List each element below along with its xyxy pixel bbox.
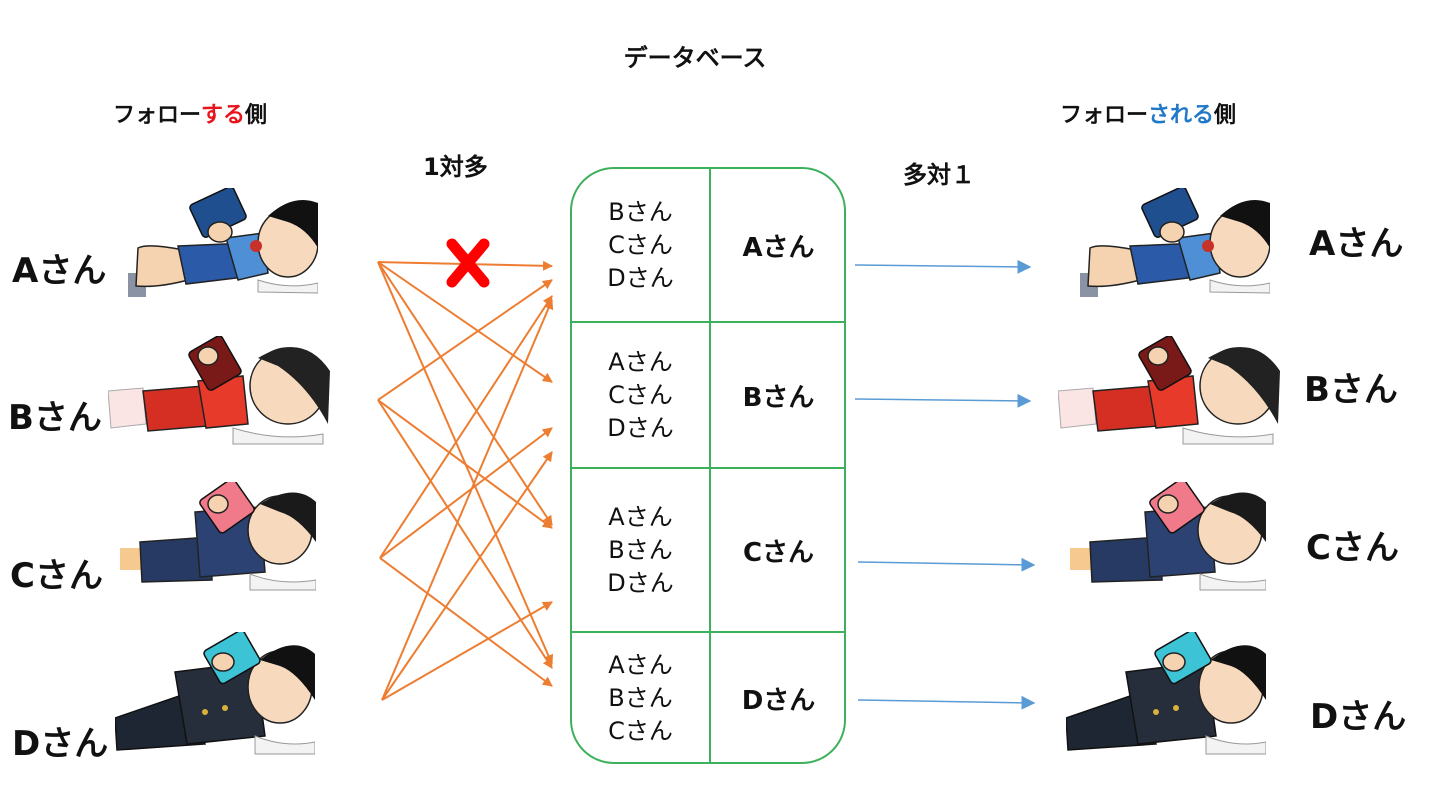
arrow-d-to-c (381, 601, 553, 701)
left-user-d: Dさん (12, 724, 109, 764)
person-d-illustration-right-icon (1066, 632, 1266, 755)
follower-entry: Aさん (608, 347, 673, 376)
arrow-b-to-d (377, 399, 553, 669)
follower-entry: Cさん (608, 380, 673, 409)
follower-entry: Bさん (608, 535, 673, 564)
left-user-a: Aさん (12, 251, 107, 291)
right-ratio-label: 多対１ (903, 161, 975, 189)
arrow-c-to-a (379, 295, 553, 559)
left-user-c: Cさん (10, 556, 103, 596)
person-d-illustration-icon (115, 632, 315, 755)
arrow-b-to-a (377, 279, 553, 401)
arrow-db-d-to-right-d (857, 695, 1036, 710)
arrow-a-to-b (377, 261, 553, 383)
db-row-d-followers: Aさん Bさん Cさん (572, 633, 709, 762)
follower-entry: Cさん (608, 230, 673, 259)
db-row-divider (572, 321, 844, 323)
person-b-illustration-icon (108, 336, 330, 445)
left-header-suffix: 側 (245, 103, 268, 128)
follower-entry: Aさん (608, 651, 673, 679)
follower-entry: Dさん (607, 568, 674, 597)
db-row-b-user: Bさん (742, 382, 815, 413)
diagram-title: データベース (623, 44, 767, 72)
database-table: Bさん Cさん Dさん Aさん Aさん Cさん Dさん Bさん Aさん Bさん … (570, 167, 846, 764)
db-row-divider (572, 631, 844, 633)
arrow-d-to-b (381, 451, 553, 701)
arrow-db-a-to-right-a (854, 259, 1032, 274)
db-row-divider (572, 467, 844, 469)
right-header: フォローされる側 (1060, 97, 1236, 129)
right-user-c: Cさん (1306, 528, 1399, 568)
arrow-d-to-a (381, 299, 554, 701)
follower-entry: Bさん (608, 197, 673, 226)
person-a-illustration-icon (128, 188, 318, 297)
person-b-illustration-right-icon (1058, 336, 1280, 445)
followed-arrows (854, 259, 1036, 710)
arrow-db-b-to-right-b (854, 393, 1032, 408)
follower-entry: Bさん (608, 684, 673, 712)
follower-entry: Cさん (608, 717, 673, 745)
right-user-b: Bさん (1304, 370, 1398, 410)
arrow-a-to-c (377, 261, 553, 526)
right-user-a: Aさん (1309, 224, 1404, 264)
follow-arrows (377, 260, 554, 701)
db-row-c-followers: Aさん Bさん Dさん (572, 469, 709, 631)
left-header-highlight: する (201, 103, 246, 128)
person-c-illustration-right-icon (1070, 482, 1266, 591)
left-header-prefix: フォロー (113, 103, 202, 128)
db-column-divider (709, 169, 711, 762)
left-header: フォローする側 (113, 97, 267, 129)
right-header-highlight: される (1148, 103, 1215, 128)
db-row-d-user: Dさん (741, 686, 816, 716)
arrow-c-to-b (379, 427, 553, 559)
follower-entry: Dさん (607, 413, 674, 442)
person-a-illustration-right-icon (1080, 188, 1270, 297)
arrow-c-to-d (379, 557, 553, 687)
cross-mark-icon (446, 238, 490, 288)
arrow-b-to-c (377, 399, 553, 529)
follower-entry: Dさん (607, 263, 674, 292)
db-row-b-followers: Aさん Cさん Dさん (572, 323, 709, 467)
db-row-a-followers: Bさん Cさん Dさん (572, 169, 709, 321)
right-header-suffix: 側 (1214, 103, 1237, 128)
db-row-a-user: Aさん (742, 232, 815, 263)
left-ratio-label: 1対多 (423, 153, 488, 181)
right-user-d: Dさん (1310, 697, 1407, 737)
left-user-b: Bさん (8, 398, 102, 438)
person-c-illustration-icon (120, 482, 316, 591)
db-row-c-user: Cさん (742, 537, 815, 568)
follower-entry: Aさん (608, 502, 673, 531)
right-header-prefix: フォロー (1060, 103, 1149, 128)
arrow-db-c-to-right-c (857, 557, 1036, 572)
